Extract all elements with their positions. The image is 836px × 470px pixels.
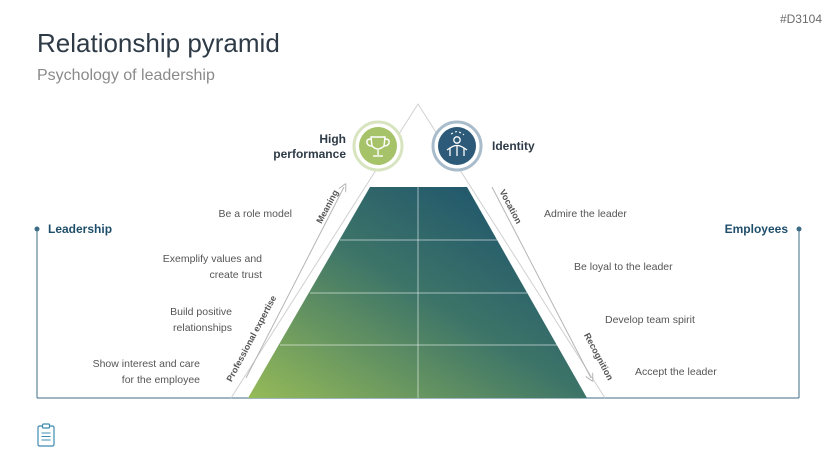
arrow-label-recognition: Recognition	[582, 331, 615, 382]
person-icon	[446, 131, 468, 156]
high-performance-label: High performance	[273, 132, 346, 161]
pyramid-dividers	[280, 187, 557, 398]
employees-header: Employees	[724, 222, 788, 236]
employees-bracket	[796, 226, 802, 398]
employees-item-4: Accept the leader	[635, 366, 717, 378]
employees-item-3: Develop team spirit	[605, 314, 695, 326]
outer-triangle	[230, 103, 606, 399]
trophy-icon	[366, 136, 390, 157]
high-performance-badge	[352, 120, 404, 172]
notes-icon[interactable]	[37, 423, 55, 447]
employees-item-1: Admire the leader	[544, 208, 627, 220]
slide-code: #D3104	[779, 12, 822, 26]
page-subtitle: Psychology of leadership	[37, 67, 215, 84]
leadership-item-2: Exemplify values and create trust	[162, 253, 262, 281]
leadership-bracket	[34, 226, 40, 398]
identity-label: Identity	[492, 139, 535, 153]
identity-badge	[431, 120, 483, 172]
arrow-label-vocation: Vocation	[497, 188, 523, 226]
right-arrow	[491, 186, 591, 378]
leadership-item-3: Build positive relationships	[170, 306, 232, 334]
left-arrow	[245, 187, 344, 379]
employees-item-2: Be loyal to the leader	[574, 261, 673, 273]
leadership-item-1: Be a role model	[218, 208, 292, 220]
leadership-item-4: Show interest and care for the employee	[92, 358, 200, 386]
page-title: Relationship pyramid	[37, 28, 280, 58]
leadership-header: Leadership	[48, 222, 113, 236]
